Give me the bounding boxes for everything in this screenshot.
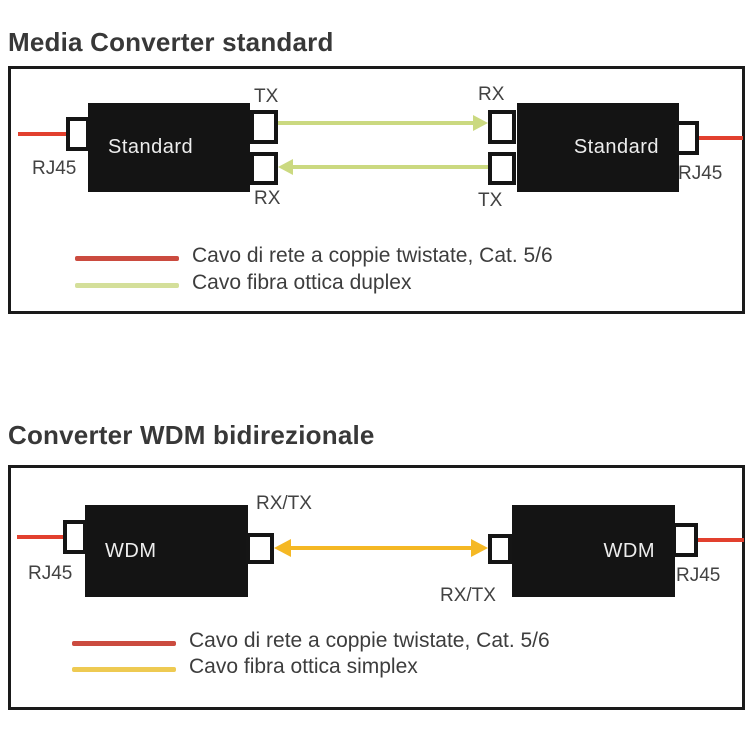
fiber-arrowhead-right-icon — [473, 115, 488, 131]
left-standard-device-label: Standard — [108, 136, 194, 158]
wdm-right-fiber-port — [488, 534, 512, 564]
wdm-right-rj45-port — [672, 523, 698, 557]
right-wdm-device-label: WDM — [603, 539, 655, 562]
left-tx-label: TX — [254, 86, 279, 107]
left-wdm-device-label: WDM — [105, 539, 157, 562]
fiber-simplex-cable — [291, 546, 471, 550]
left-rx-port — [250, 152, 278, 185]
legend-fiber-duplex-swatch — [75, 283, 179, 288]
left-wdm-device: WDM — [85, 505, 248, 597]
fiber-arrowhead-left-icon — [278, 159, 293, 175]
left-rj45-port — [66, 117, 90, 151]
right-rx-label: RX — [478, 84, 505, 105]
fiber-tx-to-rx-cable — [278, 121, 474, 125]
standard-diagram-panel: Standard RJ45 TX RX Standard RX TX RJ45 … — [8, 66, 745, 314]
legend-fiber-duplex-label: Cavo fibra ottica duplex — [192, 271, 412, 294]
legend-copper-label: Cavo di rete a coppie twistate, Cat. 5/6 — [189, 629, 550, 652]
left-copper-cable — [18, 132, 66, 136]
wdm-left-rxtx-label: RX/TX — [256, 493, 312, 514]
wdm-right-rxtx-label: RX/TX — [440, 585, 496, 606]
simplex-arrowhead-left-icon — [274, 539, 291, 557]
legend-copper-swatch — [75, 256, 179, 261]
right-rj45-label: RJ45 — [678, 163, 723, 184]
wdm-left-copper-cable — [17, 535, 63, 539]
left-tx-port — [250, 110, 278, 144]
right-rj45-port — [675, 121, 699, 155]
wdm-left-rj45-label: RJ45 — [28, 563, 73, 584]
legend-copper-swatch — [72, 641, 176, 646]
right-standard-device-label: Standard — [573, 136, 659, 158]
right-rx-port — [488, 110, 516, 144]
right-copper-cable — [697, 136, 743, 140]
right-standard-device: Standard — [517, 103, 679, 192]
fiber-rx-to-tx-cable — [293, 165, 488, 169]
wdm-right-copper-cable — [698, 538, 744, 542]
section2-title: Converter WDM bidirezionale — [8, 420, 375, 450]
wdm-left-rj45-port — [63, 520, 87, 554]
left-rj45-label: RJ45 — [32, 158, 77, 179]
legend-copper-label: Cavo di rete a coppie twistate, Cat. 5/6 — [192, 244, 553, 267]
right-tx-port — [488, 152, 516, 185]
right-wdm-device: WDM — [512, 505, 675, 597]
right-tx-label: TX — [478, 190, 503, 211]
legend-fiber-simplex-label: Cavo fibra ottica simplex — [189, 655, 418, 678]
left-standard-device: Standard — [88, 103, 250, 192]
wdm-left-fiber-port — [246, 533, 274, 564]
section1-title: Media Converter standard — [8, 27, 334, 57]
simplex-arrowhead-right-icon — [471, 539, 488, 557]
wdm-right-rj45-label: RJ45 — [676, 565, 721, 586]
legend-fiber-simplex-swatch — [72, 667, 176, 672]
wdm-diagram-panel: WDM RJ45 RX/TX WDM RX/TX RJ45 Cavo di re… — [8, 465, 745, 710]
left-rx-label: RX — [254, 188, 281, 209]
